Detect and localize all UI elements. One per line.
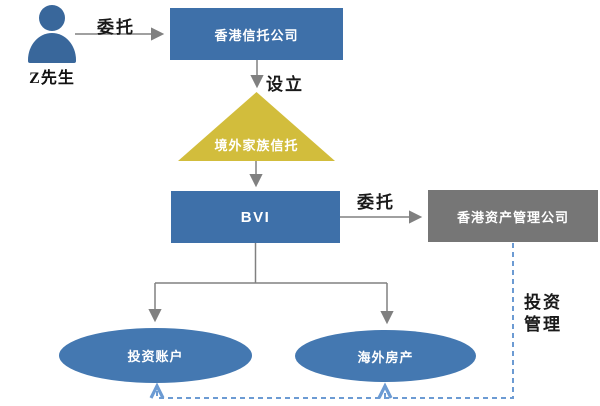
node-bvi-label: BVI bbox=[240, 208, 271, 226]
node-family-trust-label: 境外家族信托 bbox=[214, 138, 299, 153]
node-trust-company-label: 香港信托公司 bbox=[214, 27, 299, 43]
node-asset-management: 香港资产管理公司 bbox=[428, 190, 598, 242]
node-overseas-property: 海外房产 bbox=[295, 330, 476, 382]
node-investment-account-label: 投资账户 bbox=[127, 349, 184, 364]
node-overseas-property-label: 海外房产 bbox=[357, 349, 414, 365]
edge-label-entrust-top: 委托 bbox=[97, 18, 135, 37]
node-investment-account: 投资账户 bbox=[59, 328, 252, 383]
edge-label-entrust-right: 委托 bbox=[357, 193, 395, 212]
solid-arrows bbox=[75, 27, 423, 325]
person-icon bbox=[39, 5, 65, 31]
edge-label-establish: 设立 bbox=[266, 75, 304, 94]
actor-label: Z先生 bbox=[29, 70, 75, 87]
node-bvi: BVI bbox=[171, 191, 340, 243]
dashed-management-path bbox=[149, 243, 514, 399]
edge-label-investment-management: 投资管理 bbox=[524, 293, 562, 335]
node-trust-company: 香港信托公司 bbox=[170, 8, 343, 60]
node-asset-management-label: 香港资产管理公司 bbox=[456, 209, 569, 225]
